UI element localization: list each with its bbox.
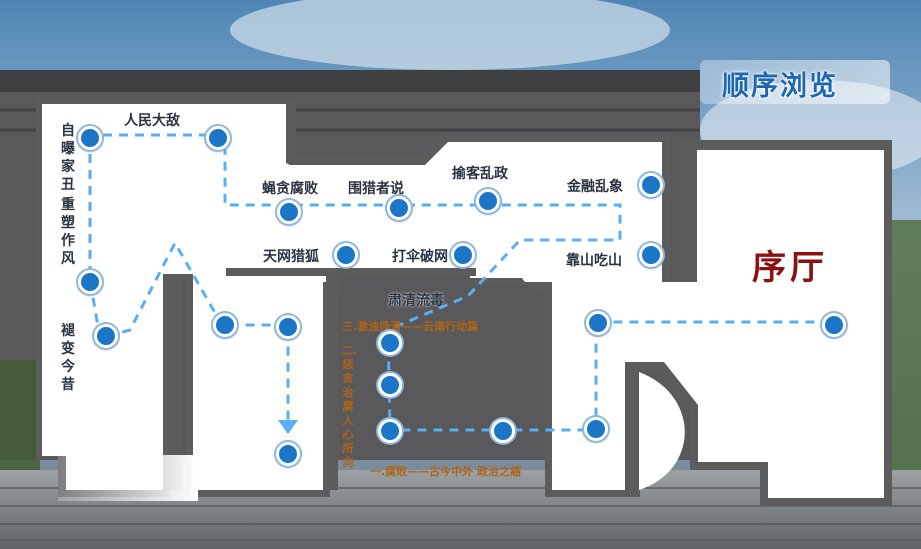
exhibit-node-jinrong[interactable] [639, 173, 663, 197]
exhibit-node-weilie[interactable] [387, 196, 411, 220]
hall-label: 序厅 [752, 248, 828, 288]
title-banner [700, 60, 890, 104]
section-label-1: 一.腐败——古今中外 政治之癌 [370, 465, 522, 478]
exhibit-label-yuke: 揄客乱政 [452, 166, 508, 182]
exhibit-node-yuke[interactable] [476, 189, 500, 213]
floor-plan-rooms [42, 104, 884, 498]
exhibit-label-renmin: 人民大敌 [124, 113, 180, 129]
page-title: 顺序浏览 [722, 71, 838, 102]
exhibit-label-yingtan: 蝇贪腐败 [262, 181, 318, 197]
exhibit-label-dasan: 打伞破网 [392, 249, 448, 265]
exhibit-node-e[interactable] [584, 417, 608, 441]
exhibit-node-f[interactable] [586, 311, 610, 335]
exhibit-label-tuibian: 褪变今昔 [61, 323, 75, 393]
exhibit-label-jinrong: 金融乱象 [567, 179, 623, 195]
exhibit-node-chongsu[interactable] [78, 270, 102, 294]
exhibit-node-tuibian[interactable] [94, 324, 118, 348]
exhibit-node-renmin[interactable] [206, 126, 230, 150]
exhibit-label-chongsu: 重塑作风 [61, 197, 75, 267]
exhibit-node-dasan[interactable] [451, 243, 475, 267]
exhibit-node-s2[interactable] [378, 373, 402, 397]
exhibit-node-hall[interactable] [822, 313, 846, 337]
inner-walls [170, 268, 635, 490]
section-label-2: 二.惩贪治腐 人心所向 [342, 344, 358, 469]
exhibit-node-kaoshan[interactable] [639, 243, 663, 267]
exhibit-node-d[interactable] [491, 419, 515, 443]
exhibit-node-yingtan[interactable] [277, 200, 301, 224]
exhibit-node-zipu[interactable] [78, 126, 102, 150]
section-label-3: 三.激浊扬清——云南行动篇 [342, 320, 479, 333]
exhibit-label-kaoshan: 靠山吃山 [566, 253, 622, 269]
route-arrow [278, 420, 298, 434]
exhibit-node-s3[interactable] [378, 331, 402, 355]
building-roof [0, 70, 700, 92]
exhibit-label-weilie: 围猎者说 [348, 181, 404, 197]
exhibit-label-tianwang: 天网猎狐 [263, 249, 319, 265]
cloud [230, 0, 670, 70]
tree-left [0, 360, 40, 480]
exhibit-node-c[interactable] [276, 442, 300, 466]
exhibit-label-suqing: 肃清流毒 [388, 293, 444, 309]
exhibit-node-a[interactable] [213, 313, 237, 337]
exhibit-node-b[interactable] [276, 315, 300, 339]
fade-overlay [58, 455, 198, 501]
exhibit-label-zipu: 自曝家丑 [61, 123, 75, 193]
exhibit-node-s1[interactable] [378, 419, 402, 443]
exhibit-node-tianwang[interactable] [334, 243, 358, 267]
